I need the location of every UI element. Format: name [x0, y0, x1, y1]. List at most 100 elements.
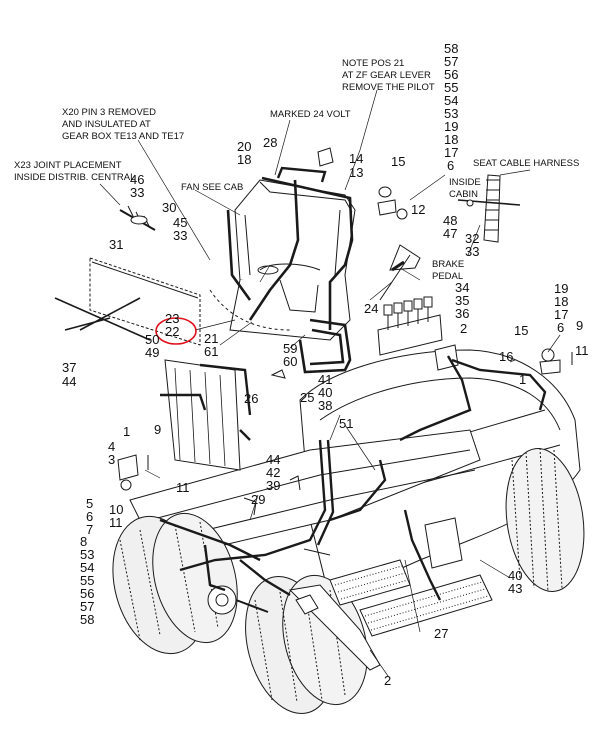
- part-label: 23: [165, 311, 179, 326]
- side-panel: [89, 257, 201, 346]
- stack-left: 8 53 54 55 56 57 58: [80, 534, 94, 627]
- part-label: 15: [391, 154, 405, 169]
- part-label: 18: [237, 152, 251, 167]
- stack-label: 6: [557, 320, 564, 335]
- svg-text:NOTE POS 21: NOTE POS 21: [342, 58, 404, 69]
- stack-label: 40: [318, 385, 332, 400]
- part-label: 33: [130, 185, 144, 200]
- part-label: 22: [165, 324, 179, 339]
- part-labels: 20 18 28 14 13 15 12 46 33 30 45 33 31 4…: [62, 135, 589, 688]
- part-label: 61: [204, 344, 218, 359]
- part-label: 40: [508, 568, 522, 583]
- part-label: 2: [460, 321, 467, 336]
- part-label: 51: [339, 416, 353, 431]
- stack-top-right: 58 57 56 55 54 53 19 18 17 6: [444, 41, 458, 173]
- leader-lines: [99, 89, 561, 677]
- part-label: 32: [465, 231, 479, 246]
- part-label: 48: [443, 213, 457, 228]
- chassis-harness: [159, 355, 547, 601]
- part-label: 28: [263, 135, 277, 150]
- part-label: 26: [244, 391, 258, 406]
- part-label: 49: [145, 345, 159, 360]
- part-label: 1: [519, 372, 526, 387]
- part-label: 9: [576, 318, 583, 333]
- part-label: 1: [123, 424, 130, 439]
- part-label: 33: [465, 244, 479, 259]
- stack-label: 19: [554, 281, 568, 296]
- stack-label: 53: [80, 547, 94, 562]
- side-panel-fold: [91, 261, 199, 299]
- note-inside-cabin-line1: INSIDE: [449, 177, 481, 188]
- stack-label: 55: [444, 80, 458, 95]
- part-label: 59: [283, 341, 297, 356]
- stack-center-upper: 41 40 38: [318, 372, 332, 413]
- stack-label: 58: [444, 41, 458, 56]
- part-label: 33: [173, 228, 187, 243]
- note-marked-24v: MARKED 24 VOLT: [270, 109, 351, 120]
- note-x20-line1: X20 PIN 3 REMOVED: [62, 107, 156, 118]
- svg-text:REMOVE THE PILOT: REMOVE THE PILOT: [342, 82, 435, 93]
- front-left-drum: [112, 512, 238, 655]
- stack-label: 17: [444, 145, 458, 160]
- part-label: 45: [173, 215, 187, 230]
- stack-label: 18: [554, 294, 568, 309]
- part-label: 11: [176, 480, 190, 495]
- part-label: 13: [349, 165, 363, 180]
- note-x20-line2: AND INSULATED AT: [62, 119, 151, 130]
- stack-label: 53: [444, 106, 458, 121]
- part-label: 34: [455, 280, 469, 295]
- svg-text:GEAR BOX TE13 AND TE17: GEAR BOX TE13 AND TE17: [62, 131, 184, 142]
- note-x23-line2: INSIDE DISTRIB. CENTRAL: [14, 172, 135, 183]
- highlight-circle: [155, 317, 197, 345]
- part-label: 47: [443, 226, 457, 241]
- stack-label: 56: [80, 586, 94, 601]
- bracket: [54, 297, 151, 341]
- machine-drawing: [54, 147, 585, 714]
- part-label: 2: [384, 673, 391, 688]
- part-label: 44: [62, 374, 76, 389]
- stack-label: 54: [80, 560, 94, 575]
- stack-label: 55: [80, 573, 94, 588]
- note-zf-gear-line1: NOTE POS 21: [342, 58, 404, 69]
- stack-label: 8: [80, 534, 87, 549]
- notes: NOTE POS 21 AT ZF GEAR LEVER REMOVE THE …: [14, 58, 579, 282]
- part-label: 4: [108, 439, 115, 454]
- part-label: 31: [109, 237, 123, 252]
- stack-label: 39: [266, 478, 280, 493]
- note-brake-line1: BRAKE: [432, 259, 464, 270]
- note-inside-cabin-line2: CABIN: [449, 189, 478, 200]
- stack-center: 44 42 39: [266, 452, 280, 493]
- svg-text:AND INSULATED AT: AND INSULATED AT: [62, 119, 151, 130]
- stack-label: 58: [80, 612, 94, 627]
- part-label: 14: [349, 151, 363, 166]
- note-x23-line1: X23 JOINT PLACEMENT: [14, 160, 122, 171]
- stack-label: 54: [444, 93, 458, 108]
- seat-cable-harness: [457, 174, 521, 243]
- stack-right-mid: 19 18 17 6: [554, 281, 568, 335]
- part-label: 10: [109, 502, 123, 517]
- top-harness: [276, 166, 327, 183]
- part-label: 25: [300, 390, 314, 405]
- stack-label: 19: [444, 119, 458, 134]
- part-label: 36: [455, 306, 469, 321]
- distribution-central: [160, 359, 252, 471]
- part-label: 37: [62, 360, 76, 375]
- stack-label: 57: [80, 599, 94, 614]
- note-fan: FAN SEE CAB: [181, 182, 243, 193]
- part-label: 20: [237, 139, 251, 154]
- stack-label: 17: [554, 307, 568, 322]
- part-label: 24: [364, 301, 378, 316]
- note-seat-cable: SEAT CABLE HARNESS: [473, 158, 579, 169]
- part-label: 46: [130, 172, 144, 187]
- part-label: 30: [162, 200, 176, 215]
- svg-text:AT ZF GEAR LEVER: AT ZF GEAR LEVER: [342, 70, 431, 81]
- note-x20-line3: GEAR BOX TE13 AND TE17: [62, 131, 184, 142]
- svg-text:X20 PIN 3 REMOVED: X20 PIN 3 REMOVED: [62, 107, 156, 118]
- svg-text:CABIN: CABIN: [449, 189, 478, 200]
- part-label: 9: [154, 422, 161, 437]
- part-label: 29: [251, 492, 265, 507]
- stack-label: 44: [266, 452, 280, 467]
- part-label: 6: [86, 509, 93, 524]
